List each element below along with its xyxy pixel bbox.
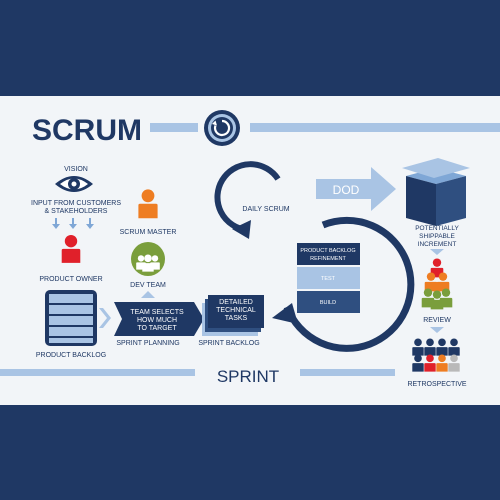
product-backlog-label: PRODUCT BACKLOG [36,352,106,359]
sprint-backlog-line3: TASKS [225,315,248,322]
title-bar-right [250,123,500,132]
review-label: REVIEW [423,317,451,324]
team-selects-line3: TO TARGET [137,325,177,332]
team-selects-arrow [114,302,204,336]
sprint-planning-label: SPRINT PLANNING [116,340,179,347]
daily-scrum-loop [214,161,281,239]
team-selects-line1: TEAM SELECTS [130,309,184,316]
product-backlog-icon [45,290,97,346]
sprint-bar-right [300,369,395,376]
title-bar-left [150,123,198,132]
increment-box-icon [402,158,470,226]
dev-team-icon [131,242,165,276]
retrospective-label: RETROSPECTIVE [407,381,466,388]
sprint-backlog-stack [202,295,264,336]
build-label: BUILD [320,300,336,306]
dod-arrow [316,167,396,211]
dod-label: DOD [333,183,360,197]
sprint-backlog-label: SPRINT BACKLOG [198,340,259,347]
arrow-up-icon [141,291,155,298]
arrow-right-icon [99,308,111,328]
scrum-master-label: SCRUM MASTER [120,229,177,236]
dev-team-label: DEV TEAM [130,282,166,289]
increment-line2: SHIPPABLE [419,233,455,240]
sprint-cycle-ring [272,216,415,352]
sprint-label: SPRINT [217,367,279,386]
daily-scrum-label: DAILY SCRUM [242,206,289,213]
test-step [297,267,360,289]
eye-icon [55,176,93,192]
increment-line1: POTENTIALLY [415,225,459,232]
build-step [297,291,360,313]
input-label-line1: INPUT FROM CUSTOMERS [31,200,121,207]
test-label: TEST [321,276,336,282]
product-owner-label: PRODUCT OWNER [39,276,102,283]
cycle-icon [204,110,240,146]
sprint-backlog-line2: TECHNICAL [216,307,256,314]
input-label-line2: & STAKEHOLDERS [45,208,108,215]
refinement-step [297,243,360,265]
refinement-line2: REFINEMENT [310,256,346,262]
increment-line3: INCREMENT [418,241,457,248]
refinement-line1: PRODUCT BACKLOG [300,248,355,254]
team-selects-line2: HOW MUCH [137,317,177,324]
arrow-down-icon [430,249,444,255]
diagram-title: SCRUM [32,114,142,147]
vision-label: VISION [64,166,88,173]
sprint-bar-left [0,369,195,376]
sprint-backlog-line1: DETAILED [219,299,253,306]
arrow-down-icon [430,327,444,333]
